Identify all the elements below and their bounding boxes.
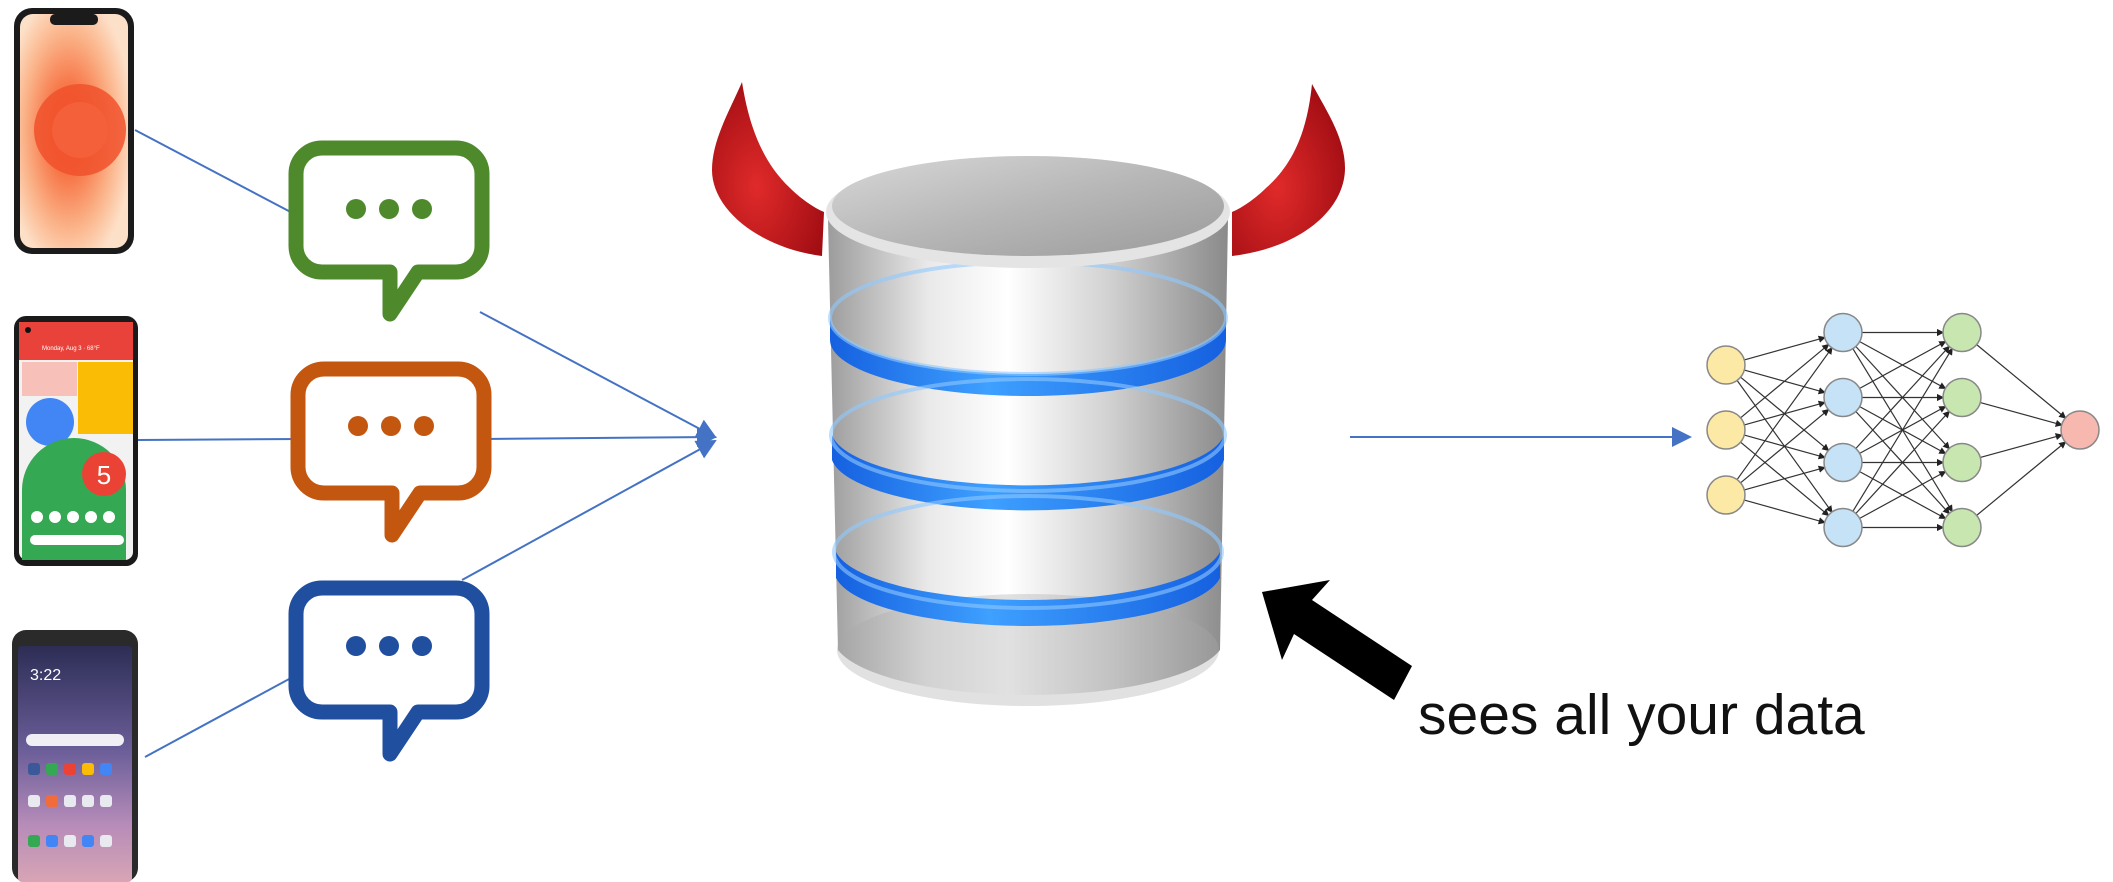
android-clock: 3:22 — [30, 667, 61, 684]
network-edge — [1852, 347, 1953, 512]
network-edge — [1744, 335, 1826, 361]
android-app-icons — [28, 763, 112, 847]
network-edge — [1980, 401, 2063, 427]
android-search-bar — [26, 734, 124, 746]
network-node — [1823, 442, 1863, 483]
chat-bubble-ellipsis-icon — [288, 580, 490, 762]
caption-text: sees all your data — [1418, 683, 1865, 747]
database-band — [832, 435, 1224, 511]
network-edge — [1976, 344, 2067, 419]
network-node — [1942, 377, 1982, 418]
pixel-dock-icons — [31, 511, 115, 523]
black-arrow-icon — [1262, 580, 1412, 700]
network-edge — [1976, 441, 2067, 516]
line-android-to-bubble — [144, 671, 303, 758]
pixel-phone-icon: Monday, Aug 3 · 68°F 5 — [14, 316, 138, 566]
network-edge — [1859, 341, 1947, 389]
connector-lines — [134, 129, 1692, 758]
devil-horn-left — [712, 82, 824, 256]
network-edge — [1736, 346, 1833, 480]
network-edge — [1740, 343, 1830, 419]
pixel-search-bar — [30, 535, 124, 545]
network-edge — [1744, 499, 1826, 525]
network-node — [1823, 312, 1863, 353]
line-bubble3-to-db — [461, 440, 717, 581]
android-phone-icon: 3:22 — [12, 630, 138, 882]
network-node — [1706, 345, 1746, 385]
network-edge — [1744, 465, 1826, 491]
chat-bubble-ellipsis-icon — [288, 140, 490, 322]
devil-horn-right — [1232, 84, 1345, 256]
network-node — [1942, 507, 1982, 548]
database-band — [836, 552, 1220, 626]
database-icon — [826, 156, 1230, 706]
network-node — [1942, 312, 1982, 353]
pixel-status-text: Monday, Aug 3 · 68°F — [42, 346, 100, 352]
network-node — [1706, 410, 1746, 450]
network-edge — [1740, 408, 1830, 484]
network-node — [2060, 410, 2100, 450]
line-pixel-to-bubble — [137, 438, 303, 441]
network-edge — [1859, 471, 1947, 519]
database-band — [830, 318, 1226, 396]
line-bubble2-to-db — [481, 427, 717, 448]
network-node — [1823, 507, 1863, 548]
network-node — [1942, 442, 1982, 483]
line-iphone-to-bubble — [134, 129, 303, 219]
network-edge — [1855, 410, 1950, 514]
iphone-icon — [14, 8, 134, 254]
neural-network-icon — [1706, 312, 2100, 548]
network-edge — [1855, 345, 1950, 449]
network-node — [1706, 475, 1746, 515]
chat-bubble-ellipsis-icon — [290, 361, 492, 543]
pixel-badge: 5 — [97, 460, 111, 490]
network-edge — [1980, 433, 2063, 459]
network-node — [1823, 377, 1863, 418]
line-bubble1-to-db — [479, 311, 717, 438]
